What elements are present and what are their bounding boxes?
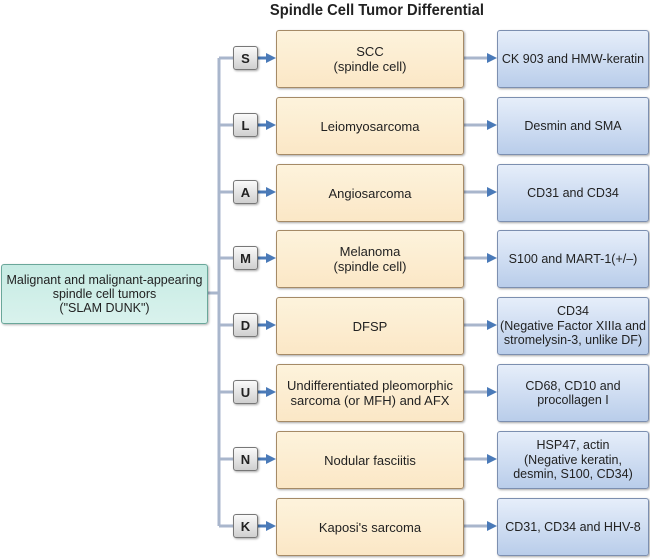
arrowhead-icon bbox=[266, 387, 276, 397]
tumor-box: SCC (spindle cell) bbox=[276, 30, 464, 88]
arrowhead-icon bbox=[266, 521, 276, 531]
arrowhead-icon bbox=[266, 53, 276, 63]
arrowhead-icon bbox=[266, 120, 276, 130]
marker-box: CD68, CD10 and procollagen I bbox=[497, 364, 649, 422]
letter-badge: A bbox=[233, 180, 258, 204]
arrowhead-icon bbox=[487, 253, 497, 263]
arrowhead-icon bbox=[487, 454, 497, 464]
letter-badge: L bbox=[233, 113, 258, 137]
root-node: Malignant and malignant-appearing spindl… bbox=[1, 264, 208, 324]
arrowhead-icon bbox=[266, 454, 276, 464]
arrowhead-icon bbox=[487, 120, 497, 130]
arrowhead-icon bbox=[266, 187, 276, 197]
arrowhead-icon bbox=[487, 387, 497, 397]
marker-box: CD31, CD34 and HHV-8 bbox=[497, 498, 649, 556]
tumor-box: Kaposi's sarcoma bbox=[276, 498, 464, 556]
marker-box: HSP47, actin (Negative keratin, desmin, … bbox=[497, 431, 649, 489]
letter-badge: U bbox=[233, 380, 258, 404]
marker-box: CK 903 and HMW-keratin bbox=[497, 30, 649, 88]
marker-box: CD31 and CD34 bbox=[497, 164, 649, 222]
marker-box: CD34 (Negative Factor XIIIa and stromely… bbox=[497, 297, 649, 355]
tumor-box: Nodular fasciitis bbox=[276, 431, 464, 489]
letter-badge: K bbox=[233, 514, 258, 538]
marker-box: Desmin and SMA bbox=[497, 97, 649, 155]
arrowhead-icon bbox=[266, 320, 276, 330]
arrowhead-icon bbox=[487, 521, 497, 531]
arrowhead-icon bbox=[487, 53, 497, 63]
arrowhead-icon bbox=[487, 320, 497, 330]
tumor-box: Leiomyosarcoma bbox=[276, 97, 464, 155]
letter-badge: S bbox=[233, 46, 258, 70]
letter-badge: D bbox=[233, 313, 258, 337]
tumor-box: Angiosarcoma bbox=[276, 164, 464, 222]
tumor-box: Undifferentiated pleomorphic sarcoma (or… bbox=[276, 364, 464, 422]
tumor-box: Melanoma (spindle cell) bbox=[276, 230, 464, 288]
arrowhead-icon bbox=[266, 253, 276, 263]
marker-box: S100 and MART-1(+/–) bbox=[497, 230, 649, 288]
tumor-box: DFSP bbox=[276, 297, 464, 355]
letter-badge: M bbox=[233, 246, 258, 270]
letter-badge: N bbox=[233, 447, 258, 471]
arrowhead-icon bbox=[487, 187, 497, 197]
